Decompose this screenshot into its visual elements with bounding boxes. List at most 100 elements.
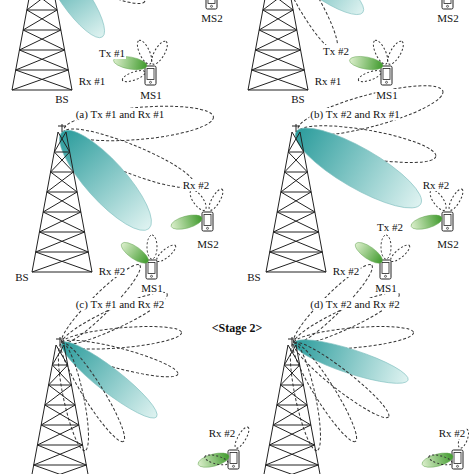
drawing-part bbox=[149, 39, 171, 67]
drawing-part bbox=[187, 187, 209, 212]
label-anchor: Rx #2 bbox=[98, 261, 127, 279]
drawing-part bbox=[197, 450, 231, 470]
rx-beam-label: Rx #2 bbox=[422, 179, 451, 191]
label-anchor: Rx #2 bbox=[182, 175, 211, 193]
drawing-part bbox=[248, 0, 308, 90]
label-anchor: MS2 bbox=[200, 8, 223, 26]
station-label: MS1 bbox=[374, 282, 397, 294]
panel-d bbox=[266, 76, 465, 279]
drawing-part bbox=[58, 285, 172, 352]
drawing-part bbox=[421, 450, 455, 470]
label-anchor: Rx #2 bbox=[438, 423, 467, 441]
drawing-part bbox=[286, 115, 431, 222]
label-anchor: Rx #2 bbox=[332, 261, 361, 279]
label-anchor: MS2 bbox=[436, 8, 459, 26]
station-label: MS2 bbox=[436, 238, 459, 250]
drawing-part bbox=[30, 337, 90, 474]
drawing-part bbox=[442, 0, 453, 9]
label-anchor: MS1 bbox=[139, 85, 162, 103]
drawing-part bbox=[428, 453, 453, 467]
panel-caption: (d) Tx #2 and Rx #2 bbox=[309, 298, 400, 310]
drawing-part bbox=[381, 235, 391, 259]
label-anchor: Rx #1 bbox=[314, 71, 343, 89]
drawing-part bbox=[34, 0, 114, 45]
drawing-part bbox=[202, 212, 213, 231]
panel-caption: (c) Tx #1 and Rx #2 bbox=[75, 298, 166, 310]
station-label: BS bbox=[14, 271, 29, 283]
station-label: BS bbox=[290, 93, 305, 105]
drawing-part bbox=[228, 450, 239, 469]
station-label: MS2 bbox=[196, 238, 219, 250]
label-anchor: Tx #2 bbox=[376, 217, 404, 235]
drawing-part bbox=[266, 124, 326, 272]
stage2-right bbox=[262, 258, 471, 474]
label-anchor: BS bbox=[14, 267, 29, 285]
station-label: MS2 bbox=[436, 12, 459, 24]
label-anchor: MS2 bbox=[196, 234, 219, 252]
drawing-part bbox=[32, 124, 92, 272]
drawing-part bbox=[357, 68, 382, 84]
rx-beam-label: Rx #2 bbox=[182, 179, 211, 191]
stage-heading: <Stage 2> bbox=[211, 321, 264, 335]
drawing-part bbox=[147, 235, 157, 259]
drawing-part bbox=[118, 239, 151, 267]
drawing-part bbox=[410, 212, 444, 232]
rx-beam-label: Rx #1 bbox=[78, 75, 107, 87]
drawing-part bbox=[134, 38, 154, 66]
drawing-part bbox=[273, 0, 371, 24]
stage2-left bbox=[30, 258, 251, 474]
panel-a bbox=[12, 0, 217, 90]
rx-beam-label: Rx #2 bbox=[332, 265, 361, 277]
drawing-part bbox=[352, 239, 385, 267]
label-anchor: MS1 bbox=[140, 278, 163, 296]
label-anchor: (b) Tx #2 and Rx #1 bbox=[309, 104, 400, 122]
label-anchor: (c) Tx #1 and Rx #2 bbox=[75, 294, 166, 312]
drawing-part bbox=[121, 68, 146, 84]
drawing-part bbox=[388, 243, 412, 265]
drawing-part bbox=[170, 212, 204, 232]
station-label: BS bbox=[246, 271, 261, 283]
station-label: MS1 bbox=[375, 89, 398, 101]
rx-beam-label: Rx #2 bbox=[98, 265, 127, 277]
drawing-part bbox=[380, 260, 391, 279]
label-anchor: MS1 bbox=[375, 85, 398, 103]
label-anchor: Rx #1 bbox=[78, 71, 107, 89]
drawing-part bbox=[442, 212, 453, 231]
drawing-part bbox=[370, 38, 390, 66]
panel-caption: (a) Tx #1 and Rx #1 bbox=[75, 108, 166, 120]
drawing-part bbox=[146, 260, 157, 279]
station-label: MS2 bbox=[200, 12, 223, 24]
drawing-part bbox=[262, 337, 322, 474]
label-anchor: Rx #2 bbox=[208, 423, 237, 441]
label-anchor: <Stage 2> bbox=[211, 318, 264, 336]
station-label: BS bbox=[54, 93, 69, 105]
label-anchor: BS bbox=[54, 89, 69, 107]
rx-beam-label: Rx #2 bbox=[438, 427, 467, 439]
label-anchor: MS1 bbox=[374, 278, 397, 296]
drawing-part bbox=[381, 66, 392, 85]
label-anchor: BS bbox=[246, 267, 261, 285]
drawing-part bbox=[427, 187, 449, 212]
drawing-part bbox=[154, 243, 178, 265]
tx-beam-label: Tx #1 bbox=[98, 47, 126, 59]
label-anchor: Tx #1 bbox=[98, 43, 126, 61]
drawing-part bbox=[385, 39, 407, 67]
drawing-part bbox=[47, 119, 164, 242]
panel-caption: (b) Tx #2 and Rx #1 bbox=[309, 108, 400, 120]
rx-beam-label: Rx #2 bbox=[208, 427, 237, 439]
panel-b bbox=[248, 0, 453, 90]
drawing-part bbox=[348, 54, 384, 72]
tx-beam-label: Tx #2 bbox=[322, 45, 350, 57]
drawing-part bbox=[452, 450, 463, 469]
drawing-part bbox=[204, 453, 229, 467]
drawing-part bbox=[206, 0, 217, 9]
label-anchor: Tx #2 bbox=[322, 41, 350, 59]
label-anchor: Rx #2 bbox=[422, 175, 451, 193]
station-label: MS1 bbox=[139, 89, 162, 101]
label-anchor: BS bbox=[290, 89, 305, 107]
label-anchor: MS2 bbox=[436, 234, 459, 252]
drawing-part bbox=[145, 66, 156, 85]
